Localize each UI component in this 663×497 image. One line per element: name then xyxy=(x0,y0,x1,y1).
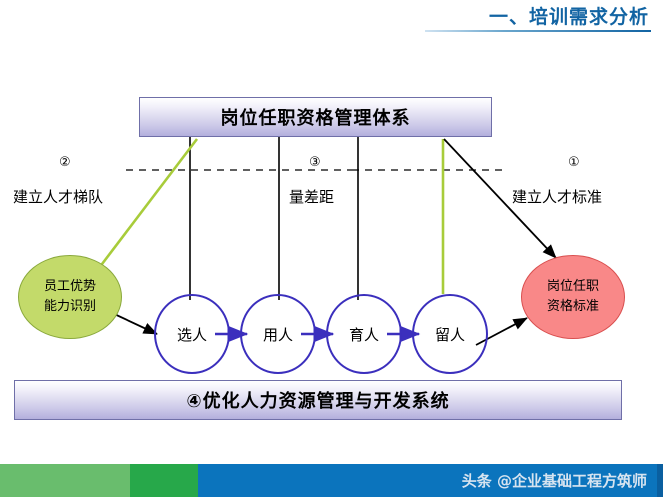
title-underline xyxy=(425,30,651,32)
bottom-summary-box[interactable]: ④优化人力资源管理与开发系统 xyxy=(14,380,622,420)
annotation-text-2: 建立人才梯队 xyxy=(13,188,104,206)
stage-label-retain: 留人 xyxy=(434,325,465,344)
footer-bar: 头条 @企业基础工程方筑师 xyxy=(0,464,663,497)
employee-strength-line-2: 能力识别 xyxy=(43,299,96,314)
annotation-text-1: 建立人才标准 xyxy=(512,188,603,206)
arrow-green-to-stage xyxy=(109,311,158,335)
page-title: 一、培训需求分析 xyxy=(488,6,649,28)
top-title-box[interactable]: 岗位任职资格管理体系 xyxy=(139,97,492,137)
bottom-summary-label: ④优化人力资源管理与开发系统 xyxy=(186,391,450,412)
top-title-box-label: 岗位任职资格管理体系 xyxy=(220,108,411,129)
stage-circle-develop[interactable]: 育人 xyxy=(326,294,402,374)
stage-circle-retain[interactable]: 留人 xyxy=(412,294,488,374)
stage-label-develop: 育人 xyxy=(348,325,379,344)
stage-circle-select[interactable]: 选人 xyxy=(154,294,230,374)
black-link-right xyxy=(443,138,557,259)
annotation-number-3: ③ xyxy=(309,155,321,170)
employee-strength-line-1: 员工优势 xyxy=(43,278,96,294)
footer-band-green xyxy=(130,464,198,497)
annotation-number-2: ② xyxy=(59,155,71,170)
green-link-left xyxy=(97,138,199,269)
position-qualification-line-2: 资格标准 xyxy=(546,299,599,314)
position-qualification-ellipse[interactable]: 岗位任职 资格标准 xyxy=(521,255,625,339)
position-qualification-line-1: 岗位任职 xyxy=(546,278,599,294)
stage-circle-employ[interactable]: 用人 xyxy=(240,294,316,374)
footer-band-light-green xyxy=(0,464,130,497)
stage-label-employ: 用人 xyxy=(262,325,293,344)
employee-strength-ellipse[interactable]: 员工优势 能力识别 xyxy=(18,255,122,339)
footer-watermark: 头条 @企业基础工程方筑师 xyxy=(461,472,647,490)
footer-band-dark-blue xyxy=(657,464,663,497)
annotation-number-1: ① xyxy=(568,155,580,170)
footer-band-blue xyxy=(198,464,657,497)
stage-label-select: 选人 xyxy=(176,325,207,344)
annotation-text-3: 量差距 xyxy=(289,188,335,206)
